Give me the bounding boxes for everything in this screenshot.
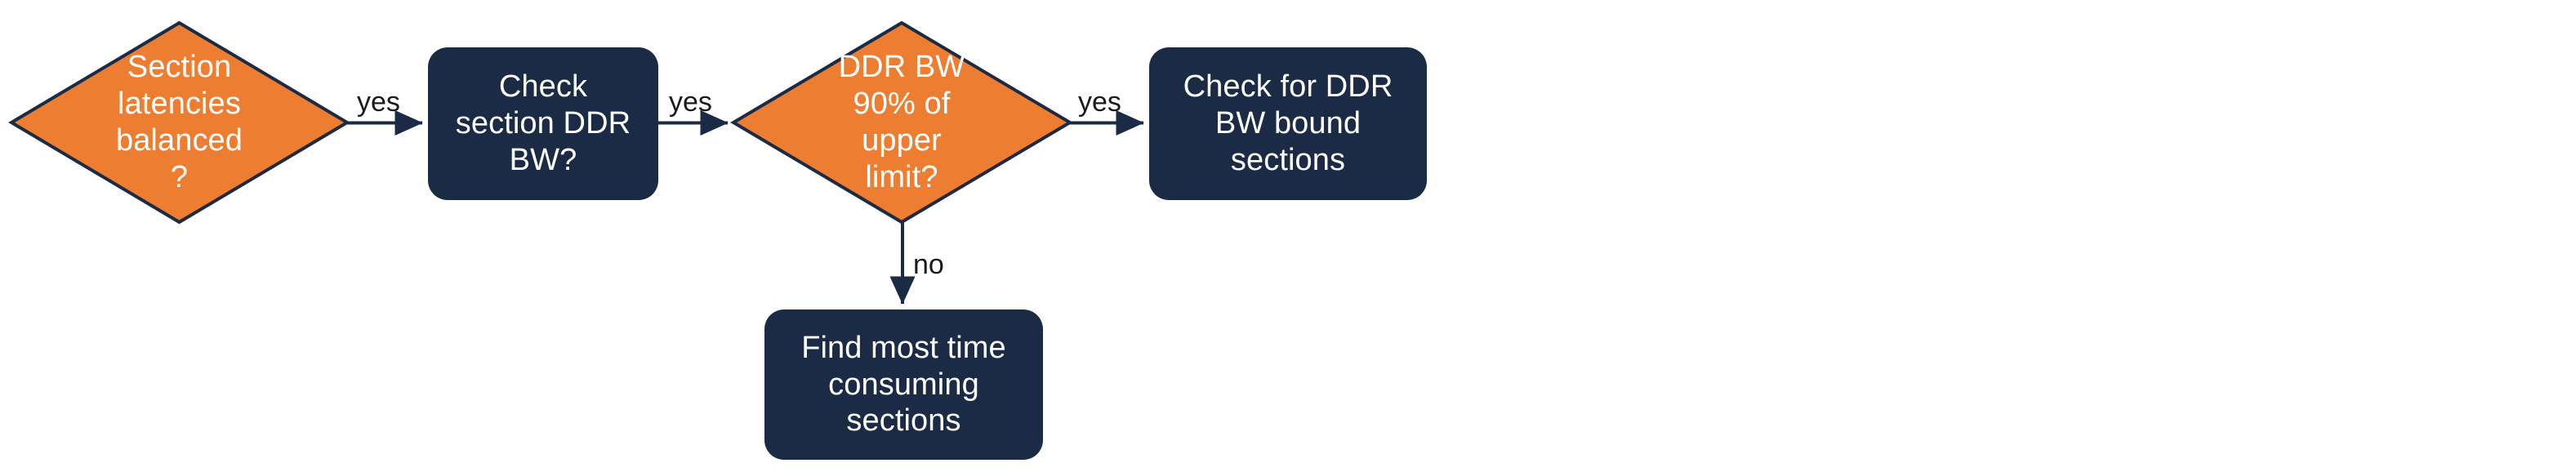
node-process-ddr-bw-bound[interactable] [1149,47,1427,200]
node-process-time-consuming[interactable] [764,309,1043,460]
node-decision-ddr-bw-90[interactable] [730,20,1073,225]
node-decision-latencies[interactable] [8,20,350,225]
node-process-check-ddr-bw[interactable] [428,47,658,200]
